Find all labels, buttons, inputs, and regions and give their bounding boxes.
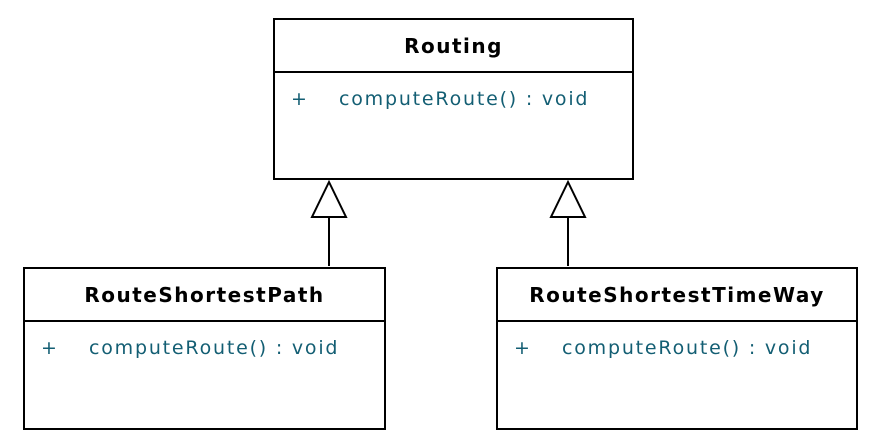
generalization-arrow-right: [549, 179, 587, 266]
method-row: + computeRoute() : void: [514, 337, 856, 359]
method-signature: computeRoute() : void: [89, 337, 340, 359]
visibility-public-symbol: +: [291, 88, 309, 110]
class-route-shortest-time-way-title: RouteShortestTimeWay: [498, 269, 856, 322]
class-routing-members: + computeRoute() : void: [275, 73, 632, 110]
visibility-public-symbol: +: [41, 337, 59, 359]
class-route-shortest-path-members: + computeRoute() : void: [25, 322, 384, 359]
method-signature: computeRoute() : void: [562, 337, 813, 359]
class-routing: Routing + computeRoute() : void: [273, 18, 634, 180]
class-route-shortest-time-way-members: + computeRoute() : void: [498, 322, 856, 359]
class-route-shortest-path: RouteShortestPath + computeRoute() : voi…: [23, 267, 386, 430]
method-row: + computeRoute() : void: [41, 337, 384, 359]
generalization-arrow-left: [310, 179, 348, 266]
method-row: + computeRoute() : void: [291, 88, 632, 110]
class-route-shortest-path-title: RouteShortestPath: [25, 269, 384, 322]
class-route-shortest-time-way: RouteShortestTimeWay + computeRoute() : …: [496, 267, 858, 430]
method-signature: computeRoute() : void: [339, 88, 590, 110]
visibility-public-symbol: +: [514, 337, 532, 359]
class-routing-title: Routing: [275, 20, 632, 73]
